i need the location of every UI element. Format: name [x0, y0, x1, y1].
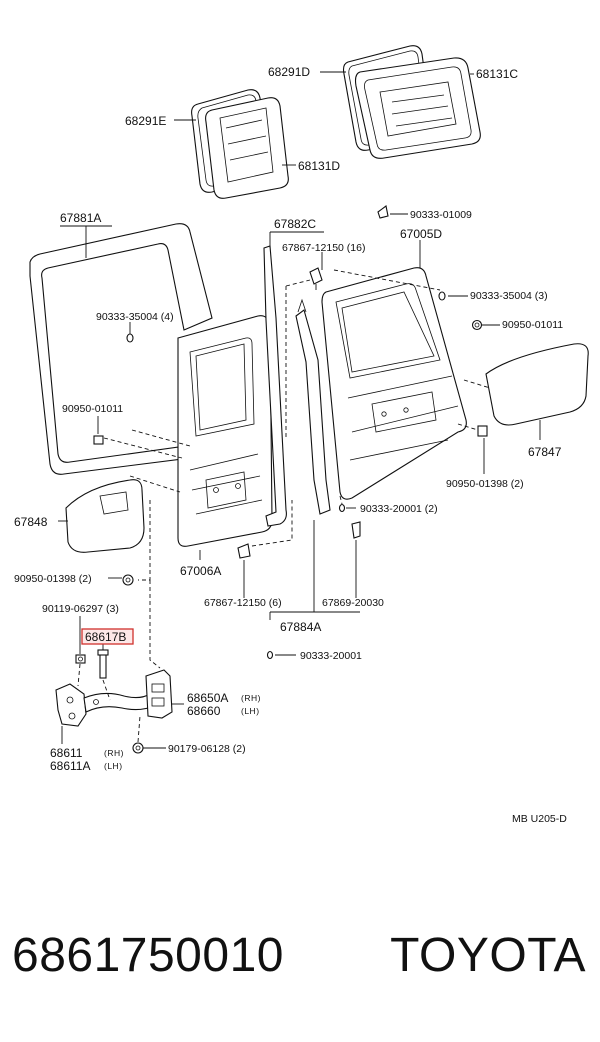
- door-trim-67848: [65, 479, 145, 553]
- bolt-90179-06128: [132, 742, 144, 754]
- footer-part-number: 6861750010: [12, 929, 284, 982]
- window-glass-68131d: [205, 97, 289, 199]
- figure-code: MB U205-D: [512, 813, 567, 825]
- pin-68617b: [97, 649, 109, 679]
- clip-90333-20001: [266, 650, 274, 660]
- grommet-90950-01398-l: [122, 574, 134, 586]
- label-68291d: 68291D: [268, 65, 310, 79]
- label-68291e: 68291E: [125, 114, 166, 128]
- hinge-arm-68660: [83, 692, 155, 713]
- label-68611-side: (RH): [104, 748, 124, 758]
- bolt-90119-06297: [75, 654, 86, 664]
- label-67847: 67847: [528, 445, 562, 459]
- label-67869-20030: 67869-20030: [322, 597, 384, 609]
- label-68611: 68611: [50, 746, 83, 760]
- hinge-68611: [55, 683, 87, 727]
- door-trim-67847: [485, 343, 589, 426]
- label-90333-01009: 90333-01009: [410, 209, 472, 221]
- clip-90333-35004-l: [126, 333, 134, 343]
- leader-lines: [58, 71, 541, 749]
- label-67006a: 67006A: [180, 564, 221, 578]
- label-90179-06128-2: 90179-06128 (2): [168, 743, 246, 755]
- hinge-68650a: [145, 669, 173, 719]
- label-90950-01398-2-left: 90950-01398 (2): [14, 573, 92, 585]
- parts-diagram: 68291D 68131C 68291E 68131D 67881A 67882…: [14, 45, 589, 825]
- label-68617b: 68617B: [85, 630, 126, 644]
- label-68131d: 68131D: [298, 159, 340, 173]
- grommet-90950-01011-r: [471, 319, 483, 331]
- grommet-90950-01398-r: [477, 425, 488, 437]
- clip-67867-12150-top: [309, 267, 323, 290]
- label-68611a-side: (LH): [104, 761, 123, 771]
- rear-door-right-67005d: [321, 267, 467, 500]
- clip-90333-01009: [377, 205, 389, 219]
- label-67848: 67848: [14, 515, 48, 529]
- label-90950-01011-right: 90950-01011: [502, 319, 563, 331]
- label-67867-12150-6: 67867-12150 (6): [204, 597, 282, 609]
- label-90950-01011-left: 90950-01011: [62, 403, 123, 415]
- label-67867-12150-16: 67867-12150 (16): [282, 242, 365, 254]
- label-68660: 68660: [187, 704, 221, 718]
- door-seal-67884a: [295, 298, 331, 515]
- label-90333-20001: 90333-20001: [300, 650, 362, 662]
- label-90333-20001-2: 90333-20001 (2): [360, 503, 438, 515]
- label-90950-01398-2-right: 90950-01398 (2): [446, 478, 524, 490]
- label-67882c: 67882C: [274, 217, 316, 231]
- rear-door-left-67006a: [177, 315, 273, 547]
- label-90333-35004-3: 90333-35004 (3): [470, 290, 548, 302]
- label-67881a: 67881A: [60, 211, 101, 225]
- grommet-90950-01011-l: [93, 435, 104, 445]
- label-68131c: 68131C: [476, 67, 518, 81]
- clip-90333-20001-2: [338, 503, 346, 513]
- label-90119-06297-3: 90119-06297 (3): [42, 603, 119, 615]
- window-glass-68131c: [354, 57, 481, 159]
- door-seal-67882c: [263, 245, 287, 527]
- label-68611a: 68611A: [50, 759, 90, 773]
- label-68650a: 68650A: [187, 691, 228, 705]
- clip-67869-20030: [351, 521, 361, 539]
- clip-90333-35004-r: [438, 291, 446, 301]
- footer-brand: TOYOTA: [390, 929, 586, 982]
- door-weatherstrip-67881a: [29, 223, 213, 475]
- clip-67867-12150-6: [237, 543, 251, 559]
- label-68650a-side: (RH): [241, 693, 261, 703]
- label-68660-side: (LH): [241, 706, 260, 716]
- callout-labels: 68291D 68131C 68291E 68131D 67881A 67882…: [14, 65, 567, 825]
- label-67005d: 67005D: [400, 227, 442, 241]
- highlighted-part-68617b[interactable]: 68617B: [81, 628, 134, 645]
- label-67884a: 67884A: [280, 620, 321, 634]
- label-90333-35004-4: 90333-35004 (4): [96, 311, 174, 323]
